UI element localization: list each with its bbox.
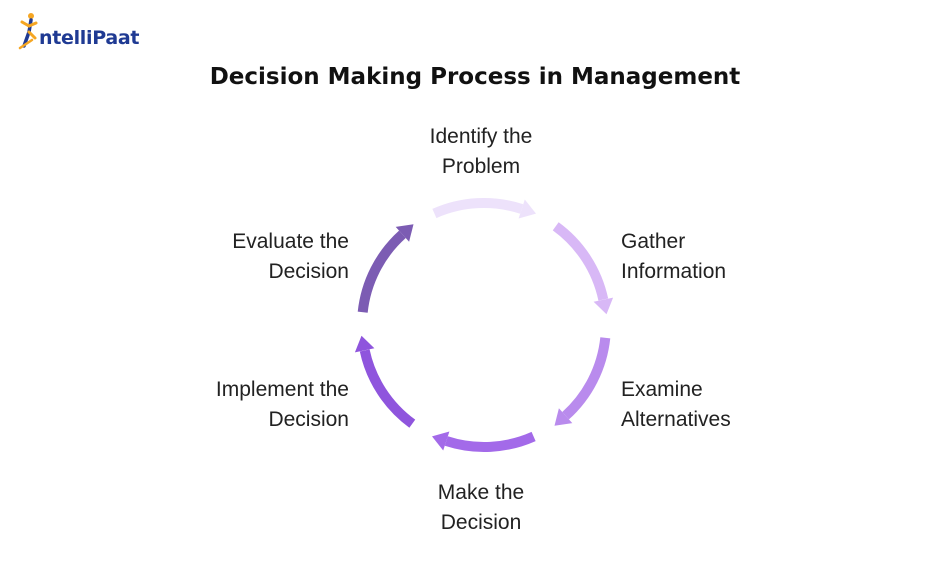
arrowhead-identify-problem: [518, 199, 536, 219]
logo-text: ntelliPaat: [39, 27, 140, 49]
arrowhead-examine-alternatives: [554, 408, 573, 426]
intellipaat-logo: ntelliPaat: [18, 12, 139, 52]
arrowhead-make-decision: [432, 431, 450, 451]
arrowhead-gather-information: [593, 297, 614, 315]
arrow-make-decision: [444, 431, 536, 452]
diagram-title: Decision Making Process in Management: [209, 64, 741, 90]
arrow-identify-problem: [432, 198, 524, 219]
arrow-gather-information: [552, 222, 609, 301]
arrow-examine-alternatives: [562, 337, 611, 420]
arrowhead-evaluate-decision: [395, 224, 414, 242]
logo-figure-icon: [18, 13, 38, 50]
arrow-implement-decision: [359, 349, 416, 428]
arrowhead-implement-decision: [354, 335, 375, 353]
arrow-evaluate-decision: [357, 230, 406, 313]
